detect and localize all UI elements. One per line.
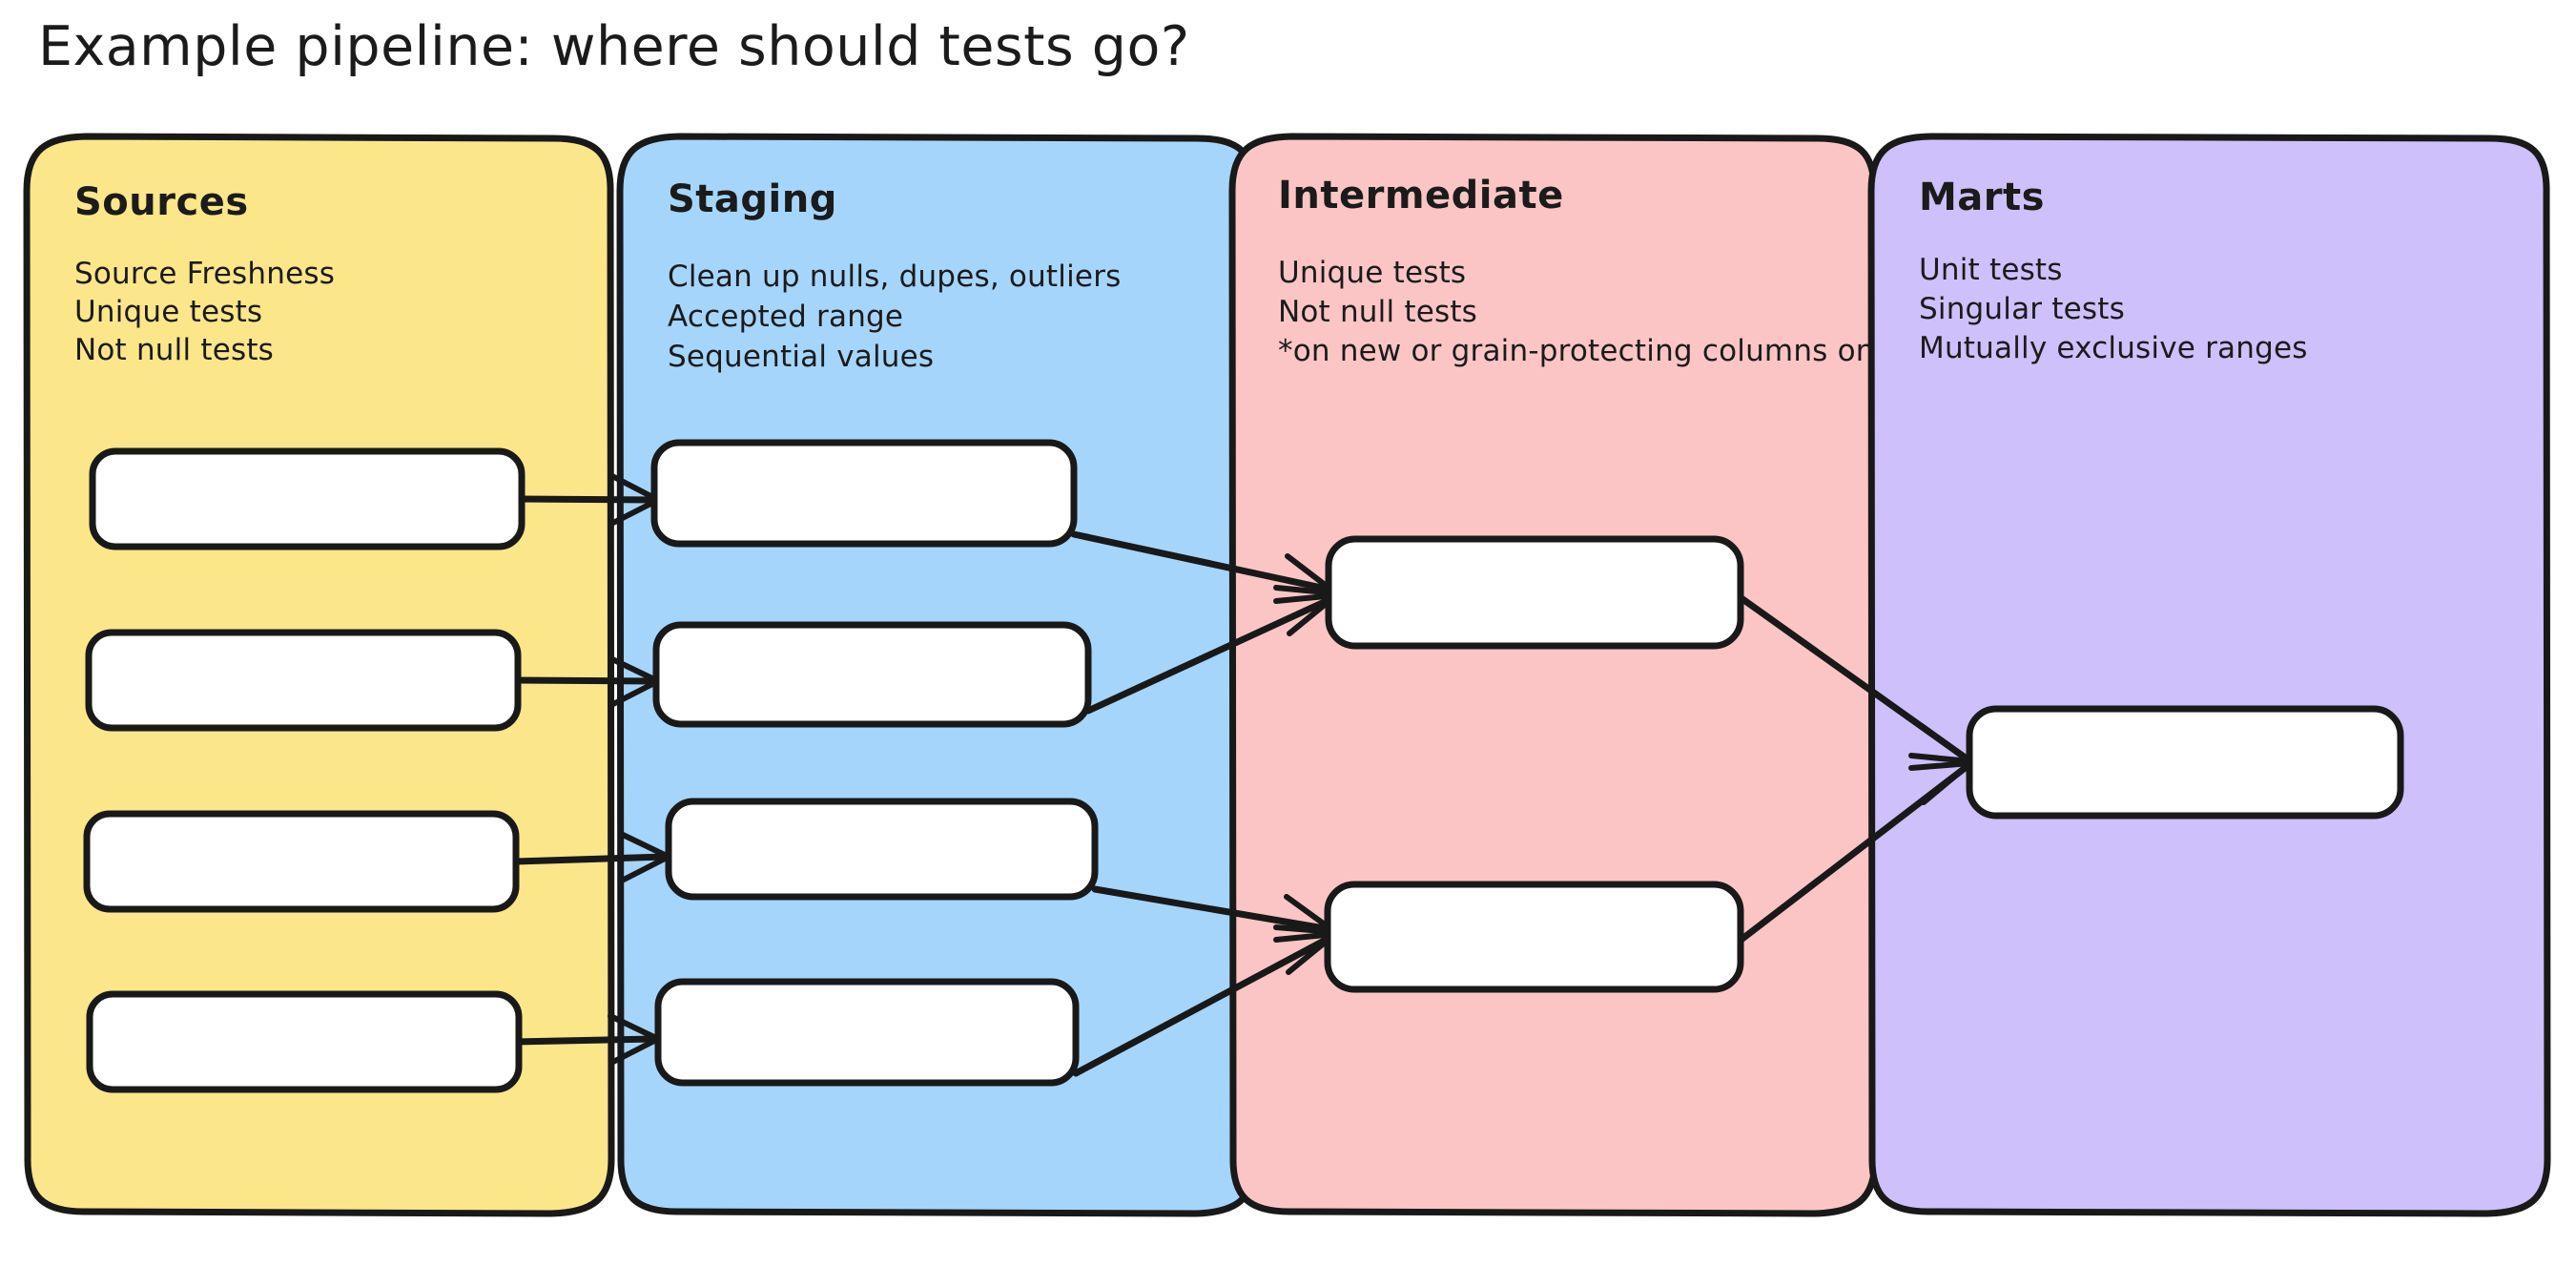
edge-staging3-intermediate2 <box>1091 885 1333 933</box>
marts-line-1: Unit tests <box>1919 253 2063 287</box>
sources-line-3: Not null tests <box>74 333 274 367</box>
column-intermediate[interactable]: Intermediate Unique tests Not null tests… <box>1228 133 1901 1217</box>
intermediate-node-2[interactable] <box>1324 881 1744 993</box>
edge-staging4-intermediate2 <box>1072 934 1333 1077</box>
staging-line-2: Accepted range <box>668 300 903 334</box>
staging-line-1: Clean up nulls, dupes, outliers <box>668 259 1121 294</box>
staging-node-1[interactable] <box>650 439 1078 548</box>
edge-staging1-intermediate1 <box>1070 530 1334 593</box>
edge-staging2-intermediate1 <box>1084 595 1334 715</box>
sources-line-1: Source Freshness <box>74 257 335 291</box>
sources-panel-title: Sources <box>74 180 249 224</box>
source-node-2[interactable] <box>85 629 522 732</box>
marts-panel-shape <box>1867 133 2551 1217</box>
source-node-4[interactable] <box>86 990 523 1093</box>
staging-node-2[interactable] <box>652 621 1092 728</box>
staging-node-3[interactable] <box>665 798 1099 901</box>
sources-line-2: Unique tests <box>74 295 262 329</box>
marts-line-3: Mutually exclusive ranges <box>1919 331 2308 365</box>
page-title: Example pipeline: where should tests go? <box>38 15 1190 78</box>
intermediate-panel-title: Intermediate <box>1278 174 1564 218</box>
intermediate-line-3: *on new or grain-protecting columns only <box>1278 334 1901 368</box>
marts-panel-title: Marts <box>1919 176 2045 219</box>
marts-node-1[interactable] <box>1966 705 2404 820</box>
source-node-3[interactable] <box>83 810 520 913</box>
intermediate-line-2: Not null tests <box>1278 295 1477 329</box>
staging-line-3: Sequential values <box>668 340 934 374</box>
staging-panel-title: Staging <box>668 177 837 221</box>
marts-line-2: Singular tests <box>1919 292 2125 326</box>
intermediate-node-1[interactable] <box>1325 535 1744 650</box>
staging-node-4[interactable] <box>654 978 1080 1087</box>
column-marts[interactable]: Marts Unit tests Singular tests Mutually… <box>1867 133 2551 1217</box>
edges-layer <box>511 472 1981 1077</box>
intermediate-line-1: Unique tests <box>1278 256 1466 290</box>
source-node-1[interactable] <box>89 447 526 550</box>
